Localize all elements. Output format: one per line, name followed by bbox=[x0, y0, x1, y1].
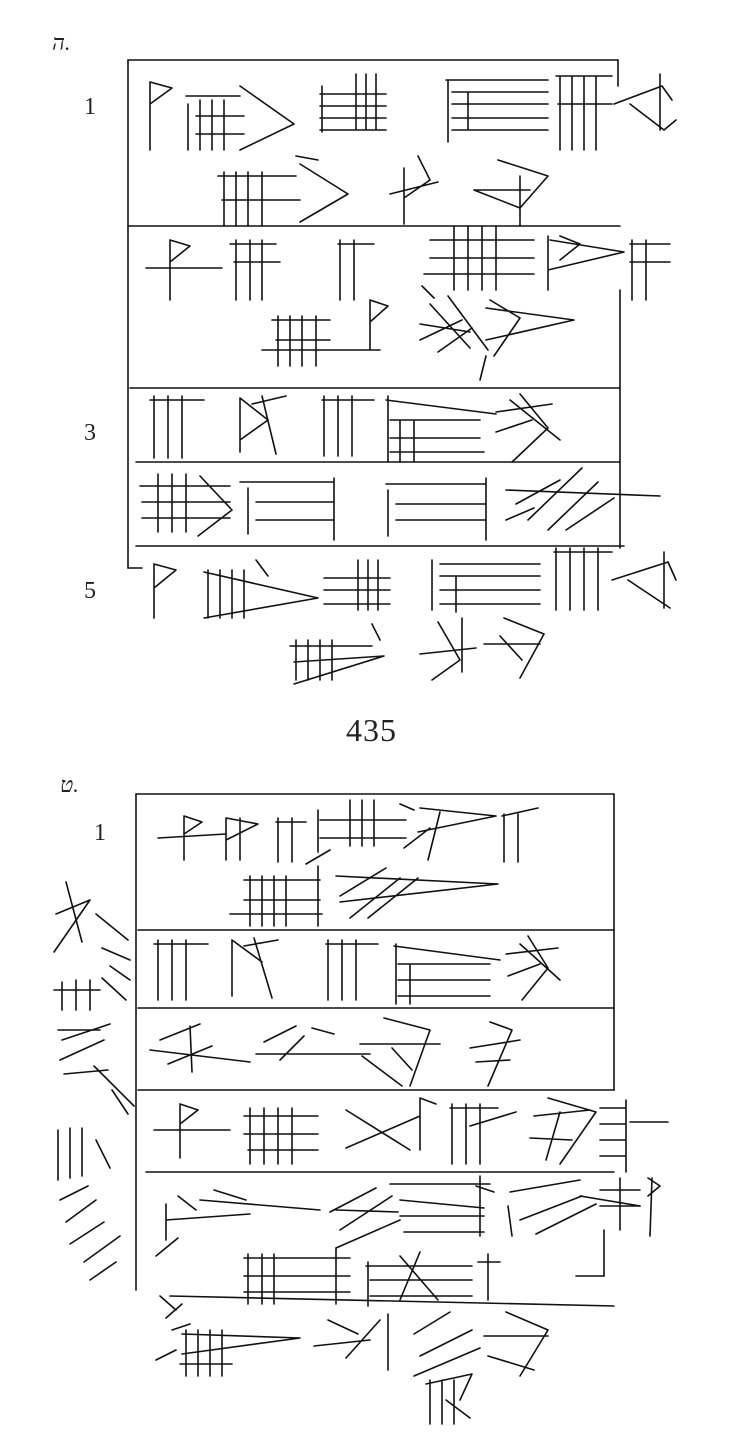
obverse-line-3-signs bbox=[149, 393, 561, 463]
reverse-left-edge-signs bbox=[53, 881, 135, 1281]
obverse-line-number-3: 3 bbox=[84, 420, 96, 446]
reverse-lower-edge-signs bbox=[155, 1311, 549, 1425]
reverse-tablet-drawing bbox=[53, 793, 669, 1425]
obverse-line-2-signs bbox=[145, 225, 671, 381]
obverse-line-1-signs bbox=[149, 73, 677, 227]
reverse-line-6-signs bbox=[159, 1247, 501, 1331]
reverse-side-label: ט. bbox=[60, 772, 79, 797]
obverse-frame bbox=[127, 59, 625, 569]
reverse-line-1-signs bbox=[157, 799, 539, 927]
reverse-line-2-signs bbox=[153, 935, 561, 1005]
obverse-line-5-signs bbox=[153, 547, 677, 685]
obverse-tablet-drawing bbox=[127, 59, 677, 685]
reverse-line-5-signs bbox=[155, 1175, 661, 1257]
obverse-side-label: ה. bbox=[52, 30, 71, 55]
obverse-line-number-5: 5 bbox=[84, 578, 96, 604]
reverse-line-3-signs bbox=[149, 1017, 521, 1087]
reverse-frame bbox=[135, 793, 615, 1307]
plate-number: 435 bbox=[346, 712, 397, 748]
obverse-line-4-signs bbox=[139, 467, 661, 541]
reverse-line-4-signs bbox=[153, 1097, 669, 1173]
obverse-line-number-1: 1 bbox=[84, 94, 96, 120]
reverse-line-number-1: 1 bbox=[94, 820, 106, 846]
